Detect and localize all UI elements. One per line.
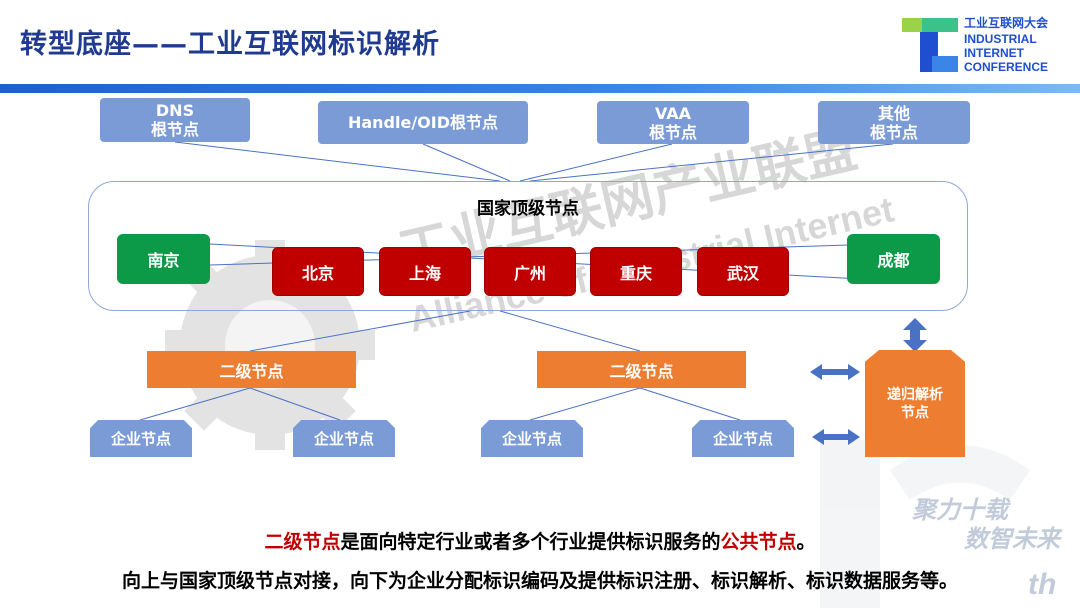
secondary-node-left: 二级节点 [147,351,356,388]
city-node-beijing: 北京 [272,247,364,296]
city-node-chongqing: 重庆 [590,247,682,296]
caption-line-2: 向上与国家顶级节点对接，向下为企业分配标识编码及提供标识注册、标识解析、标识数据… [121,570,958,592]
watermark-th: th [1028,568,1057,601]
city-node-nanjing: 南京 [117,234,210,284]
caption-highlight-public: 公共节点 [720,531,797,553]
logo-text-cn: 工业互联网大会 [964,16,1049,30]
slogan-line-1: 聚力十载 [912,496,1008,524]
secondary-node-right: 二级节点 [537,351,746,388]
slogan-line-2: 数智未来 [964,525,1060,553]
root-node-dns: DNS 根节点 [100,98,250,142]
city-node-guangzhou: 广州 [484,247,576,296]
recursive-resolution-node: 递归解析 节点 [865,350,965,457]
caption-line-1-end: 。 [796,531,816,553]
ten-watermark-icon [820,440,1030,608]
national-top-level-label: 国家顶级节点 [477,199,579,219]
title-underline-bar [0,84,1080,93]
caption-line-1-middle: 是面向特定行业或者多个行业提供标识服务的 [340,531,721,553]
enterprise-node-2: 企业节点 [293,420,395,457]
caption-line-1: 二级节点是面向特定行业或者多个行业提供标识服务的公共节点。 [0,527,1080,554]
recursive-arrows [810,318,927,445]
city-node-chengdu: 成都 [847,234,940,284]
enterprise-node-4: 企业节点 [692,420,794,457]
logo-text-line2: INTERNET [964,46,1024,60]
root-node-vaa: VAA 根节点 [597,101,749,144]
enterprise-node-1: 企业节点 [90,420,192,457]
root-node-other: 其他 根节点 [818,101,970,144]
root-node-handle-oid: Handle/OID根节点 [318,101,528,144]
national-top-level-container [88,181,968,311]
page-title: 转型底座——工业互联网标识解析 [20,29,440,60]
caption-highlight-secondary: 二级节点 [264,531,341,553]
city-node-shanghai: 上海 [379,247,471,296]
conference-logo [902,18,958,72]
city-node-wuhan: 武汉 [697,247,789,296]
logo-text-line1: INDUSTRIAL [964,32,1037,46]
logo-text-line3: CONFERENCE [964,60,1049,74]
enterprise-node-3: 企业节点 [481,420,583,457]
